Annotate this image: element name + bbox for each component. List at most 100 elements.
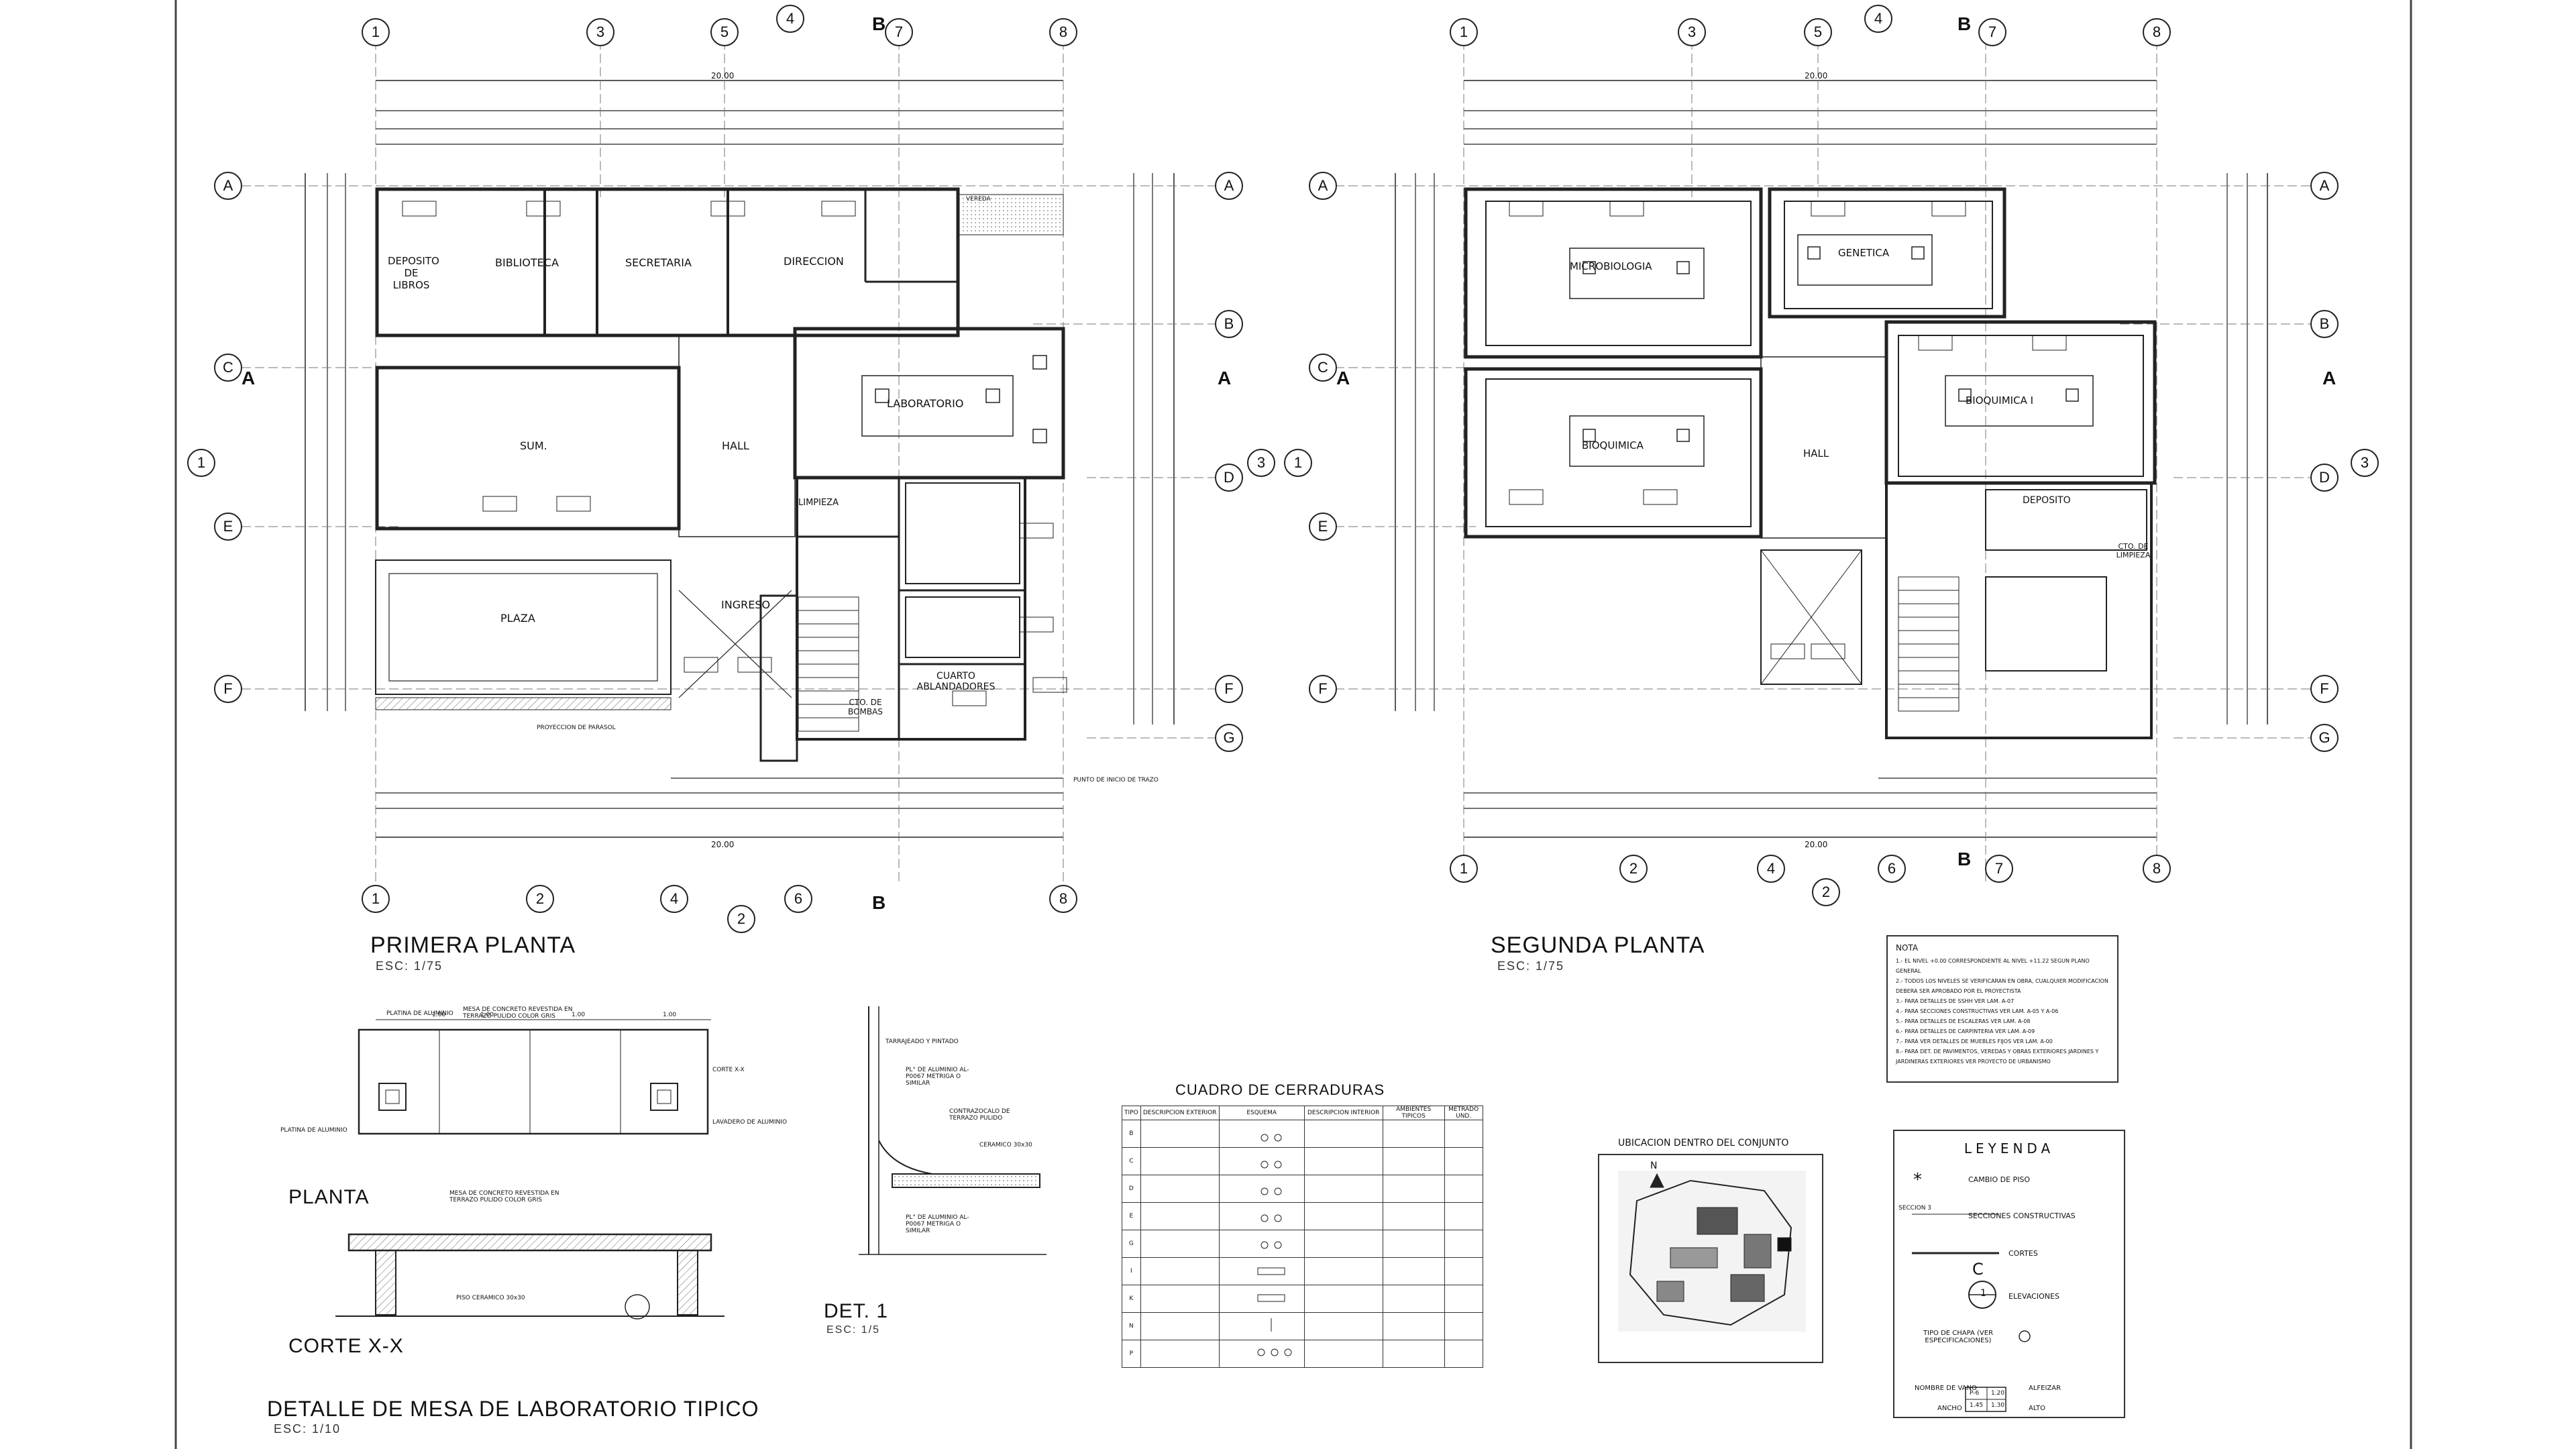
locks-header: ESQUEMA: [1218, 1106, 1305, 1120]
locks-type-cell: C: [1122, 1147, 1141, 1175]
elevation-marker: 2: [727, 905, 755, 933]
section-marker-b: B: [872, 13, 886, 34]
note-item: 1.- EL NIVEL +0.00 CORRESPONDIENTE AL NI…: [1896, 958, 2090, 974]
detail-planta: PLANTA: [288, 1186, 370, 1208]
locks-cell: [1303, 1147, 1383, 1175]
sheet-border: [174, 0, 2412, 1449]
grid-column-bubble: 3: [586, 18, 614, 46]
locks-type-cell: B: [1122, 1120, 1141, 1148]
locks-cell: [1444, 1312, 1483, 1340]
grid-row-bubble: F: [1215, 675, 1243, 703]
locks-cell: [1444, 1120, 1483, 1148]
label-corte-xx: CORTE X-X: [712, 1067, 745, 1073]
legend-sample-cut: C: [1972, 1260, 1984, 1279]
locks-cell: [1303, 1230, 1383, 1258]
legend-item: ELEVACIONES: [2008, 1292, 2059, 1301]
locks-cell: [1382, 1312, 1445, 1340]
locks-row: P: [1122, 1340, 1483, 1368]
locks-cell: [1218, 1230, 1305, 1258]
locks-cell: [1218, 1312, 1305, 1340]
elevation-marker: 4: [776, 5, 804, 33]
label-vereda: VEREDA: [966, 196, 991, 203]
note-item: 4.- PARA SECCIONES CONSTRUCTIVAS VER LAM…: [1896, 1008, 2059, 1014]
locks-cell: [1140, 1257, 1220, 1285]
note-item: 7.- PARA VER DETALLES DE MUEBLES FIJOS V…: [1896, 1038, 2053, 1044]
legend-sample-h1: 1.20: [1991, 1390, 2005, 1397]
room-genetica: GENETICA: [1838, 247, 1890, 259]
dim-total-top-1: 20.00: [711, 71, 735, 80]
notes-title: NOTA: [1896, 943, 1919, 953]
grid-column-bubble: 7: [1978, 18, 2006, 46]
locks-row: B: [1122, 1120, 1483, 1148]
grid-column-bubble: 1: [1450, 18, 1478, 46]
section-marker-a: A: [1218, 368, 1232, 388]
room-cto-limpieza: CTO. DE LIMPIEZA: [2116, 542, 2151, 559]
north-label: N: [1650, 1161, 1658, 1171]
label-platina-2: PLATINA DE ALUMINIO: [280, 1127, 347, 1134]
grid-column-bubble: 8: [2143, 855, 2171, 883]
grid-row-bubble: A: [2310, 172, 2339, 200]
legend-item: TIPO DE CHAPA (VER ESPECIFICACIONES): [1923, 1330, 1994, 1344]
legend-symbols: [1912, 1214, 2031, 1412]
locks-cell: [1444, 1230, 1483, 1258]
locks-type-cell: K: [1122, 1285, 1141, 1313]
grid-row-bubble: B: [2310, 310, 2339, 338]
dim-2: 1.00: [480, 1012, 494, 1018]
locks-type-cell: G: [1122, 1230, 1141, 1258]
room-biblioteca: BIBLIOTECA: [495, 256, 559, 269]
elevation-marker: 1: [187, 449, 215, 477]
locks-cell: [1303, 1120, 1383, 1148]
label-mesa-corte: MESA DE CONCRETO REVESTIDA EN TERRAZO PU…: [449, 1190, 559, 1203]
legend-sample-vano: P-6: [1970, 1390, 1980, 1397]
locks-type-cell: P: [1122, 1340, 1141, 1368]
locks-cell: [1382, 1120, 1445, 1148]
det1-title: DET. 1: [824, 1300, 889, 1322]
grid-column-bubble: 6: [784, 885, 812, 913]
grid-row-bubble: B: [1215, 310, 1243, 338]
plan1-scale: ESC: 1/75: [376, 959, 443, 973]
legend-box: LEYENDA * CAMBIO DE PISO SECCION 3 SECCI…: [1893, 1130, 2125, 1418]
label-ceramico: CERAMICO 30x30: [979, 1142, 1032, 1148]
room-ingreso: INGRESO: [721, 598, 771, 611]
locks-cell: [1444, 1340, 1483, 1368]
locks-cell: [1140, 1147, 1220, 1175]
label-perfil: PL° DE ALUMINIO AL-P0067 METRIGA O SIMIL…: [906, 1067, 969, 1087]
plan-primera-planta: [241, 40, 1228, 885]
grid-row-bubble: G: [1215, 724, 1243, 752]
dim-1: 1.00: [432, 1012, 446, 1018]
legend-item: ANCHO: [1937, 1405, 1962, 1412]
grid-column-bubble: 5: [710, 18, 739, 46]
grid-column-bubble: 1: [362, 18, 390, 46]
dim-total-bottom-2: 20.00: [1805, 840, 1828, 849]
grid-column-bubble: 1: [362, 885, 390, 913]
locks-cell: [1382, 1340, 1445, 1368]
grid-column-bubble: 5: [1804, 18, 1832, 46]
grid-row-bubble: C: [1309, 354, 1337, 382]
room-laboratorio: LABORATORIO: [887, 397, 964, 410]
grid-row-bubble: G: [2310, 724, 2339, 752]
grid-row-bubble: C: [214, 354, 242, 382]
locks-row: D: [1122, 1175, 1483, 1203]
legend-sample-w: 1.45: [1970, 1402, 1984, 1409]
elevation-marker: 3: [1247, 449, 1275, 477]
locks-row: K: [1122, 1285, 1483, 1313]
locks-cell: [1218, 1147, 1305, 1175]
grid-column-bubble: 7: [1985, 855, 2013, 883]
grid-row-bubble: A: [1309, 172, 1337, 200]
locks-cell: [1140, 1175, 1220, 1203]
locks-cell: [1382, 1257, 1445, 1285]
section-marker-b: B: [1957, 849, 1972, 869]
label-parasol: PROYECCION DE PARASOL: [537, 724, 616, 731]
plan2-scale: ESC: 1/75: [1497, 959, 1565, 973]
locks-title: CUADRO DE CERRADURAS: [1175, 1081, 1385, 1098]
locks-row: E: [1122, 1202, 1483, 1230]
room-plaza: PLAZA: [500, 612, 535, 625]
section-marker-a: A: [2322, 368, 2337, 388]
locks-cell: [1303, 1285, 1383, 1313]
grid-row-bubble: E: [1309, 513, 1337, 541]
locks-cell: [1218, 1175, 1305, 1203]
room-deposito-libros: DEPOSITO DE LIBROS: [388, 255, 439, 291]
note-item: 8.- PARA DET. DE PAVIMENTOS, VEREDAS Y O…: [1896, 1049, 2099, 1065]
locks-header: TIPO: [1122, 1106, 1141, 1120]
plan2-title: SEGUNDA PLANTA: [1491, 932, 1705, 958]
